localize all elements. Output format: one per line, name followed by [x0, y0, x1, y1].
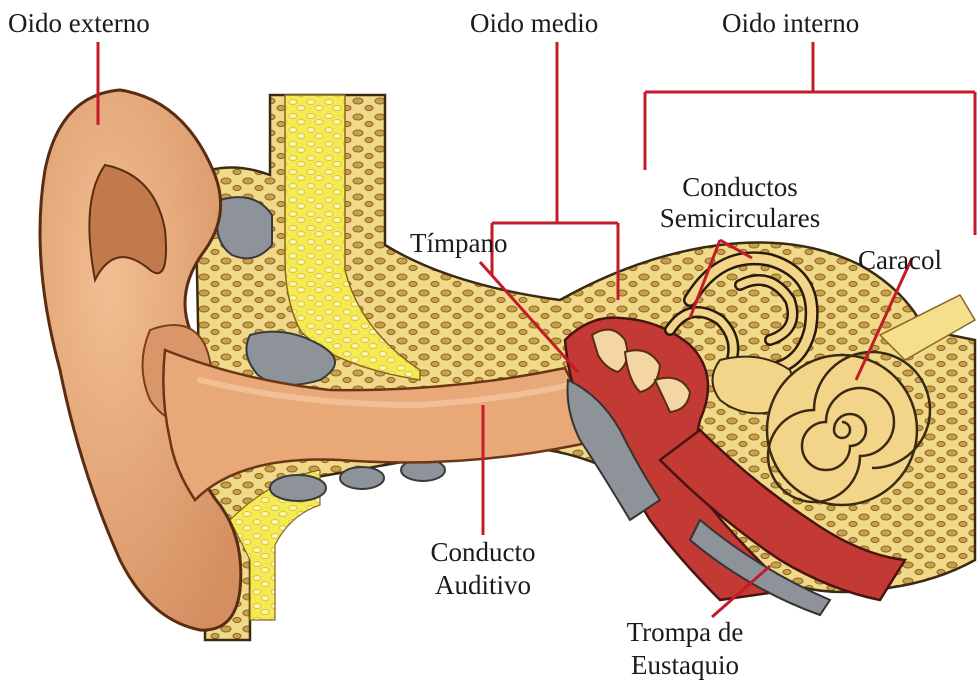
label-cochlea: Caracol	[858, 245, 942, 276]
label-middle-ear: Oido medio	[470, 8, 598, 39]
label-semicircular-1: Conductos	[640, 172, 840, 203]
label-canal-1: Conducto	[398, 537, 568, 568]
auricle	[40, 90, 241, 630]
label-outer-ear: Oido externo	[8, 8, 150, 39]
label-eustachian-2: Eustaquio	[600, 650, 770, 681]
label-eardrum: Tímpano	[410, 228, 507, 259]
label-eustachian-1: Trompa de	[600, 617, 770, 648]
label-inner-ear: Oido interno	[722, 8, 859, 39]
leader-middle-ear	[492, 42, 618, 300]
label-canal-2: Auditivo	[398, 570, 568, 601]
label-semicircular-2: Semicirculares	[640, 203, 840, 234]
